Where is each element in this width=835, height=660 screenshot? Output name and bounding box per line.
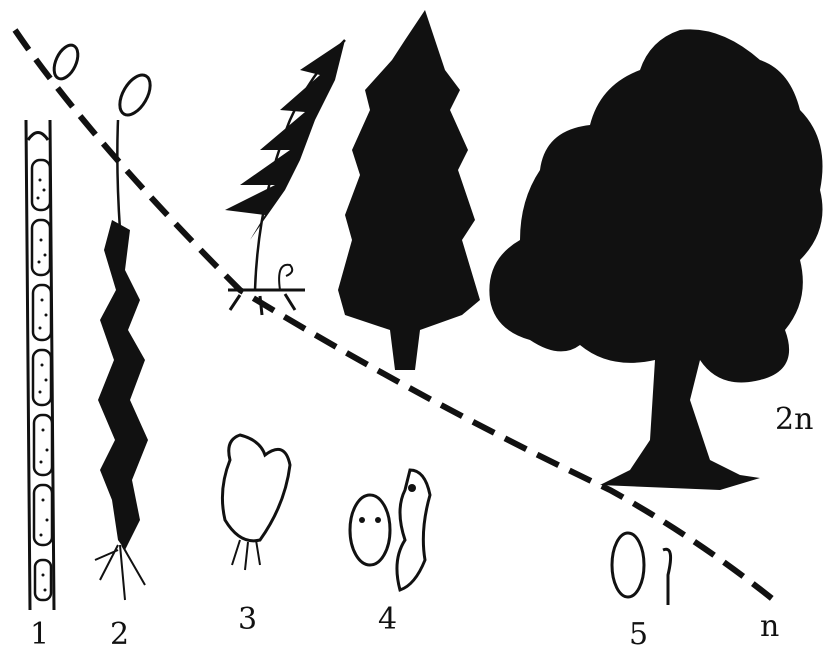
deciduous-tree-icon — [489, 29, 822, 490]
haploid-label: n — [760, 612, 779, 642]
spore-icon — [612, 533, 671, 605]
fern-icon — [225, 40, 345, 315]
algae-filament-icon — [26, 41, 83, 610]
gametophyte-icon — [350, 470, 430, 590]
moss-icon — [95, 70, 156, 600]
conifer-tree-icon — [338, 10, 480, 370]
stage-label-4: 4 — [378, 605, 397, 635]
stage-label-5: 5 — [629, 620, 648, 650]
stage-label-1: 1 — [30, 620, 49, 650]
diploid-label: 2n — [775, 405, 813, 435]
stage-label-3: 3 — [238, 605, 257, 635]
stage-label-2: 2 — [110, 620, 129, 650]
gametophyte-icon — [222, 435, 290, 570]
